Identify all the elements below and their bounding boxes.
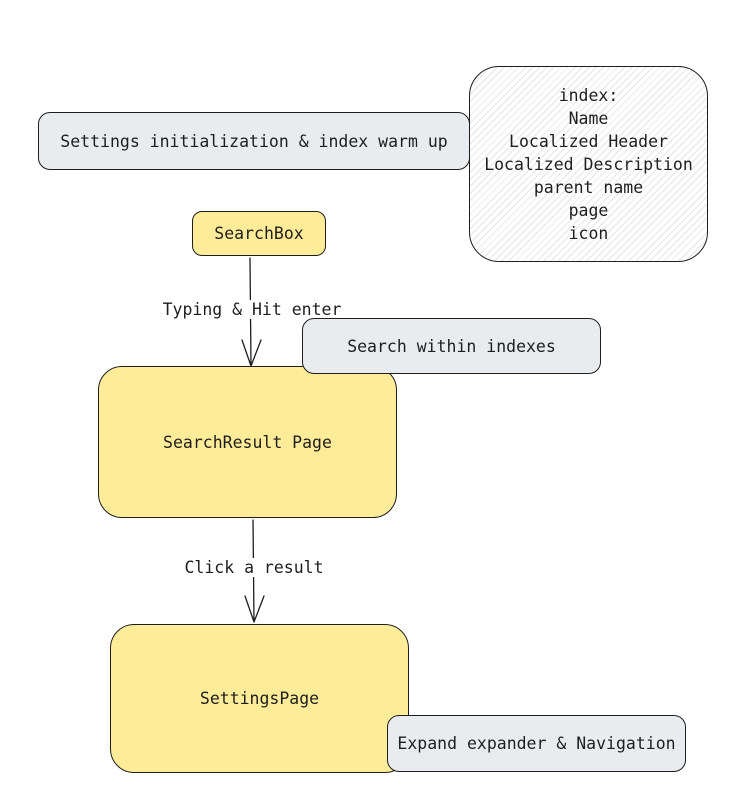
index-field: Localized Description (484, 154, 693, 174)
expand-navigation-node: Expand expander & Navigation (387, 715, 686, 772)
index-field: page (568, 200, 609, 220)
index-field: Name (568, 108, 609, 128)
searchbox-node: SearchBox (192, 211, 326, 256)
search-within-indexes-node: Search within indexes (302, 318, 601, 374)
settings-init-node: Settings initialization & index warm up (38, 112, 470, 170)
index-field: parent name (533, 177, 644, 197)
settings-page-node: SettingsPage (110, 624, 409, 773)
index-fields-node: index: Name Localized Header Localized D… (469, 66, 708, 262)
index-title: index: (558, 85, 619, 105)
edge-label-typing: Typing & Hit enter (160, 300, 344, 319)
edge-label-click: Click a result (182, 558, 326, 577)
index-field: icon (568, 223, 609, 243)
search-result-page-node: SearchResult Page (98, 366, 397, 518)
index-field: Localized Header (509, 131, 668, 151)
